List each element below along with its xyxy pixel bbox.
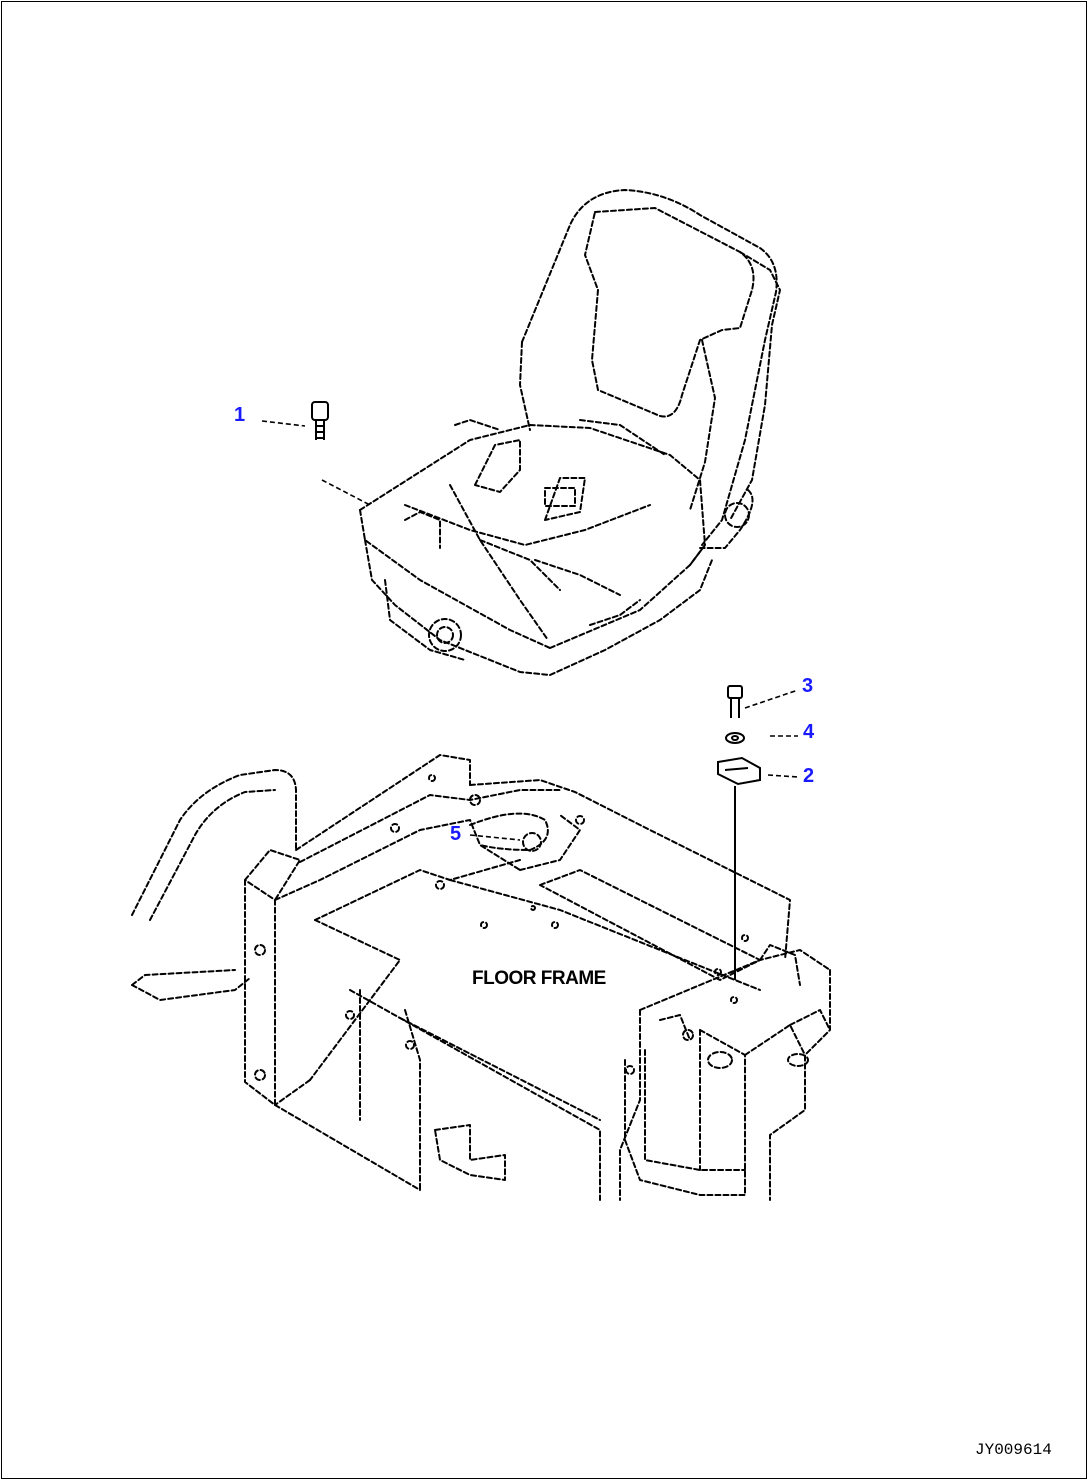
part-3-bolt: [727, 685, 799, 718]
operator-seat: [359, 189, 781, 676]
callout-2: 2: [803, 765, 815, 787]
callout-1: 1: [234, 404, 246, 426]
callout-5: 5: [450, 823, 462, 845]
floor-frame-label: FLOOR FRAME: [472, 968, 606, 989]
callout-3: 3: [802, 675, 814, 697]
callout-4: 4: [803, 721, 815, 743]
part-1-bolt: [261, 401, 371, 506]
floor-frame: [131, 754, 831, 1201]
drawing-number: JY009614: [975, 1441, 1052, 1459]
part-4-washer: [725, 732, 798, 744]
